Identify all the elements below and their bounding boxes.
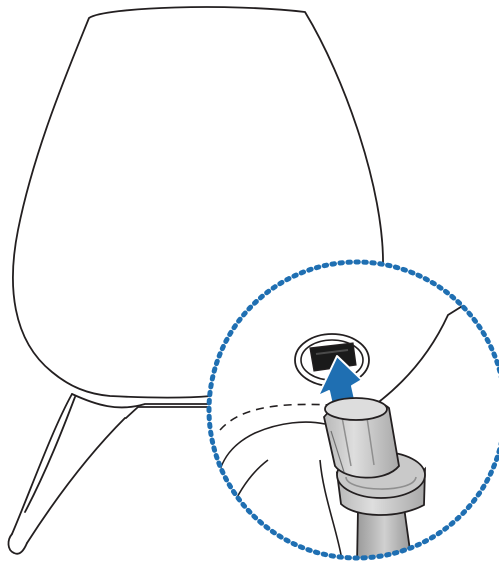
speaker-body-icon xyxy=(12,6,384,419)
leg-inner-line xyxy=(26,417,126,544)
speaker-leg-icon xyxy=(7,393,126,555)
speaker-outline xyxy=(12,6,384,399)
base-dashed-curve xyxy=(219,403,331,431)
leg-mid-line xyxy=(24,396,76,513)
leg-tip xyxy=(7,533,28,555)
zoom-circle xyxy=(206,259,499,561)
speaker-base-lower-line xyxy=(125,406,212,419)
leg-curve-right xyxy=(319,459,343,558)
leg-outer-line xyxy=(11,393,73,535)
speaker-base-upper-line xyxy=(71,393,212,409)
